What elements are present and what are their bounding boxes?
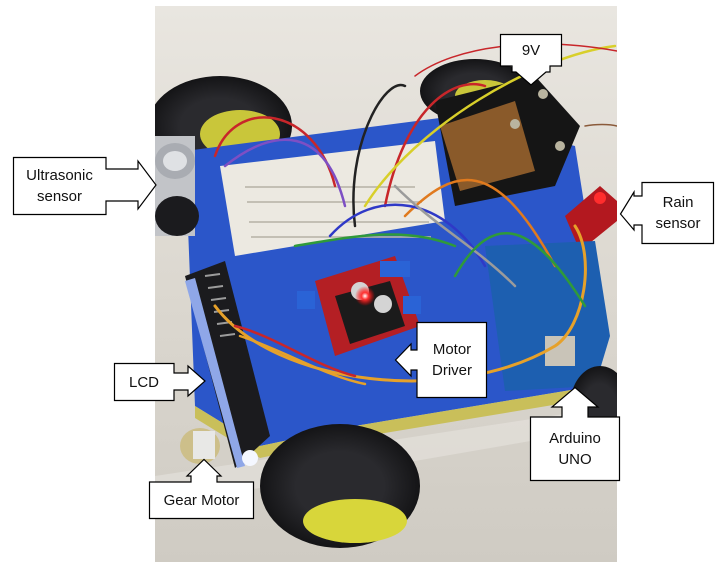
arrow-left-icon bbox=[394, 321, 488, 399]
robot-car-photo bbox=[155, 6, 617, 562]
battery-9v-part bbox=[435, 76, 580, 206]
arrow-right-icon bbox=[113, 362, 206, 402]
arduino-board-part bbox=[485, 241, 610, 391]
callout-battery-9v: 9V bbox=[499, 33, 563, 86]
arrow-right-icon bbox=[12, 156, 157, 216]
label-9v: 9V bbox=[521, 41, 541, 59]
arrow-left-icon bbox=[619, 181, 715, 245]
arrow-up-icon bbox=[148, 458, 255, 520]
label-ultrasonic-line2: sensor bbox=[36, 188, 83, 205]
gear-motor-part bbox=[180, 428, 220, 464]
callout-motor-driver: Motor Driver bbox=[394, 321, 488, 399]
label-rain-line2: sensor bbox=[655, 215, 701, 232]
callout-rain-sensor: Rain sensor bbox=[619, 181, 715, 245]
breadboard-holes bbox=[245, 186, 431, 238]
label-gear-motor: Gear Motor bbox=[163, 491, 240, 509]
label-arduino-line1: Arduino bbox=[549, 430, 601, 447]
arrow-down-icon bbox=[499, 33, 563, 86]
motor-driver-part bbox=[297, 256, 421, 356]
label-lcd: LCD bbox=[128, 373, 159, 391]
ultrasonic-sensor-part bbox=[155, 136, 199, 236]
label-arduino-line2: UNO bbox=[558, 451, 592, 468]
arrow-up-icon bbox=[529, 386, 621, 482]
callout-gear-motor: Gear Motor bbox=[148, 458, 255, 520]
label-ultrasonic-line1: Ultrasonic bbox=[26, 167, 93, 184]
label-motor-line2: Driver bbox=[432, 362, 472, 379]
breadboard bbox=[220, 141, 445, 256]
label-motor-line1: Motor bbox=[432, 341, 472, 358]
wheel-front bbox=[260, 424, 420, 548]
callout-lcd: LCD bbox=[113, 362, 206, 402]
callout-arduino-uno: Arduino UNO bbox=[529, 386, 621, 482]
jumper-wires bbox=[213, 43, 617, 386]
callout-ultrasonic-sensor: Ultrasonic sensor bbox=[12, 156, 158, 216]
label-rain-line1: Rain bbox=[662, 194, 694, 211]
